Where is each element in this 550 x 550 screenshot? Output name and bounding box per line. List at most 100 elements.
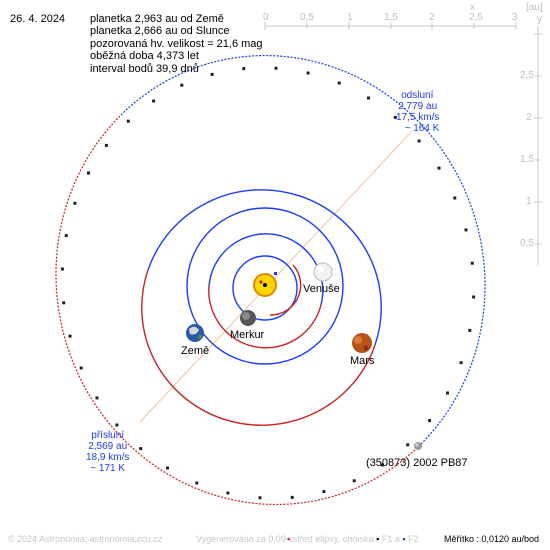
- orbit-point: [115, 423, 119, 427]
- orbit-point: [468, 328, 472, 332]
- info-line-magnitude: pozorovaná hv. velikost = 21,6 mag: [90, 37, 263, 50]
- perihelion-speed: 18,9 km/s: [86, 452, 130, 463]
- x-tick-label: 0: [263, 12, 269, 23]
- orbit-point: [95, 396, 99, 400]
- orbit-point: [470, 261, 474, 265]
- info-line-earth-distance: planetka 2,963 au od Země: [90, 13, 224, 25]
- orbit-points: [60, 66, 476, 500]
- orbit-point: [242, 67, 246, 71]
- orbit-point: [406, 443, 410, 447]
- x-axis-name: x: [470, 2, 475, 13]
- orbit-point: [352, 479, 356, 483]
- y-tick-label: 2: [526, 112, 532, 123]
- sun-icon: [253, 273, 277, 297]
- orbit-point: [367, 96, 370, 100]
- orbit-point: [274, 66, 278, 70]
- orbit-point: [87, 171, 90, 175]
- orbit-point: [210, 72, 214, 76]
- orbit-point: [337, 81, 341, 85]
- y-tick-label: 1,5: [520, 154, 534, 165]
- y-tick-label: 0,5: [520, 238, 534, 249]
- venus-label: Venuše: [303, 283, 340, 295]
- aphelion-title: odsluní: [401, 90, 434, 101]
- y-tick-label: 2,5: [520, 70, 534, 81]
- orbit-point: [139, 447, 143, 451]
- mercury-icon: [240, 310, 256, 326]
- y-tick-label: 1: [526, 196, 532, 207]
- mercury-orbit: [232, 255, 302, 321]
- orbit-point: [62, 301, 66, 305]
- mars-icon: [352, 333, 372, 353]
- orbit-point: [166, 466, 169, 470]
- orbit-point: [152, 99, 156, 103]
- asteroid-icon: [414, 442, 422, 450]
- focus-f1-icon: ▪: [376, 534, 380, 544]
- orbit-point: [73, 201, 77, 205]
- orbit-point: [459, 361, 463, 365]
- earth-label: Země: [181, 345, 210, 357]
- orbit-point: [290, 495, 294, 499]
- perihelion-title: přísluní: [91, 430, 125, 441]
- orbit-point: [446, 391, 449, 395]
- orbit-point: [226, 491, 230, 495]
- x-tick-label: 1,5: [384, 12, 398, 23]
- mars-orbit: [141, 189, 382, 426]
- asteroid-label: (350873) 2002 PB87: [366, 457, 468, 469]
- info-line-period: oběžná doba 4,373 let: [90, 50, 199, 63]
- orbit-point: [64, 234, 68, 238]
- footer-generated: Vygenerováno za 0,09 s: [196, 534, 293, 544]
- footer-scale: Měřítko : 0,0120 au/bod: [444, 534, 540, 544]
- legend-center-label: střed elipsy, ohniska: [292, 534, 374, 544]
- apsis-line: [139, 130, 413, 423]
- earth-icon: [186, 324, 204, 342]
- orbit-point: [453, 196, 457, 200]
- mars-label: Mars: [350, 355, 375, 367]
- x-tick-label: 3: [512, 12, 518, 23]
- info-line-sun-distance: planetka 2,666 au od Slunce: [90, 25, 230, 38]
- focus-f2-icon: ▪: [402, 534, 406, 544]
- ellipse-center-icon: ▪: [287, 534, 291, 544]
- orbit-point: [180, 83, 184, 87]
- orbit-point: [464, 228, 468, 232]
- orbit-point: [428, 419, 432, 423]
- orbit-point: [417, 139, 421, 143]
- x-tick-label: 0,5: [300, 12, 314, 23]
- orbit-point: [126, 119, 130, 123]
- aphelion-angle: ~ 164 K: [404, 123, 440, 134]
- venus-icon: [313, 262, 333, 282]
- date-label: 26. 4. 2024: [10, 13, 66, 25]
- x-axis-unit: [au]: [526, 2, 543, 13]
- orbit-point: [393, 115, 397, 119]
- asteroid-orbit: [55, 54, 486, 506]
- x-tick-label: 1: [347, 12, 353, 23]
- orbit-point: [68, 334, 72, 338]
- orbit-point: [104, 143, 108, 147]
- orbit-point: [437, 166, 441, 170]
- x-tick-label: 2: [429, 12, 435, 23]
- x-axis: [264, 22, 517, 30]
- mercury-label: Merkur: [230, 329, 265, 341]
- y-axis-name: y: [537, 14, 542, 25]
- orbit-point: [195, 481, 199, 485]
- footer-legend: ▪ střed elipsy, ohniska ▪ F1 a ▪ F2: [287, 533, 419, 546]
- footer-copyright: © 2024 Astronomia, astronomia.zcu.cz: [8, 534, 163, 544]
- info-line-point-interval: interval bodů 39,9 dnů: [90, 62, 199, 75]
- orbit-point: [79, 366, 83, 370]
- orbit-point: [306, 71, 310, 75]
- orbit-point: [472, 295, 476, 299]
- aphelion-distance: 2,779 au: [398, 101, 438, 112]
- orbit-point: [258, 496, 262, 500]
- perihelion-info: přísluní 2,569 au 18,9 km/s ~ 171 K: [86, 430, 129, 474]
- focus-marker: [274, 272, 277, 275]
- perihelion-angle: ~ 171 K: [90, 463, 126, 474]
- orbit-point: [380, 463, 384, 467]
- x-tick-label: 2,5: [469, 12, 483, 23]
- legend-f2-label: F2: [408, 534, 419, 544]
- y-axis: [534, 26, 542, 265]
- earth-orbit: [186, 207, 344, 365]
- info-panel: planetka 2,963 au od Země planetka 2,666…: [90, 13, 263, 75]
- aphelion-speed: 17,5 km/s: [396, 112, 440, 123]
- orbit-point: [60, 267, 64, 271]
- legend-f1-label: F1 a: [381, 534, 400, 544]
